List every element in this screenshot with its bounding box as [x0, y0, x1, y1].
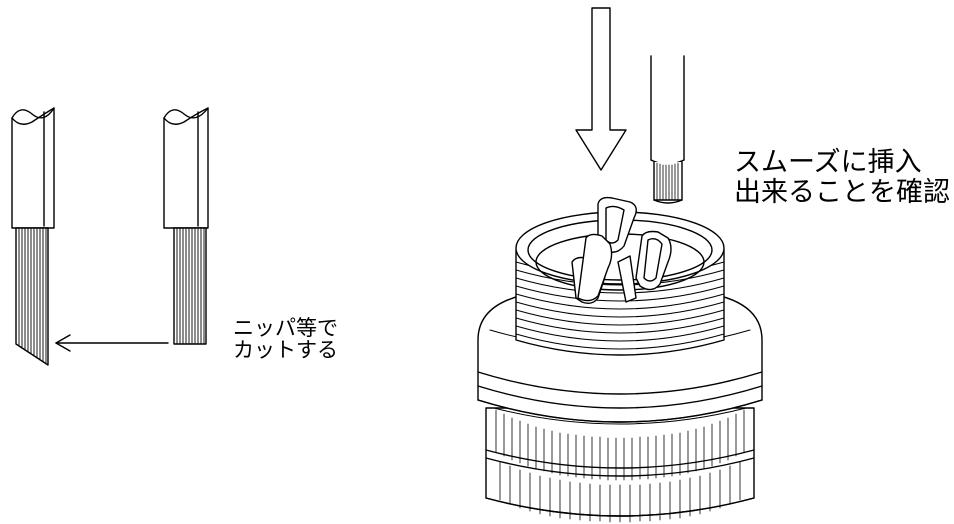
knurl-lines [495, 409, 745, 523]
insert-arrow-icon [575, 7, 627, 171]
wire-cut-square [163, 107, 209, 345]
connector [477, 196, 763, 523]
cut-caption: ニッパ等で カットする [233, 317, 338, 361]
insert-caption-line-2: 出来ることを確認 [734, 177, 950, 208]
cut-caption-line-2: カットする [233, 338, 338, 362]
insert-caption-line-1: スムーズに挿入 [734, 147, 922, 178]
strands-angled [18, 227, 47, 365]
cut-caption-line-1: ニッパ等で [233, 316, 338, 340]
wire-cut-angled [11, 107, 55, 366]
insert-wire [650, 55, 685, 204]
strands-square [176, 227, 205, 345]
cut-arrow [55, 334, 169, 352]
insert-caption: スムーズに挿入 出来ることを確認 [734, 148, 950, 208]
contact-sockets [571, 196, 672, 305]
